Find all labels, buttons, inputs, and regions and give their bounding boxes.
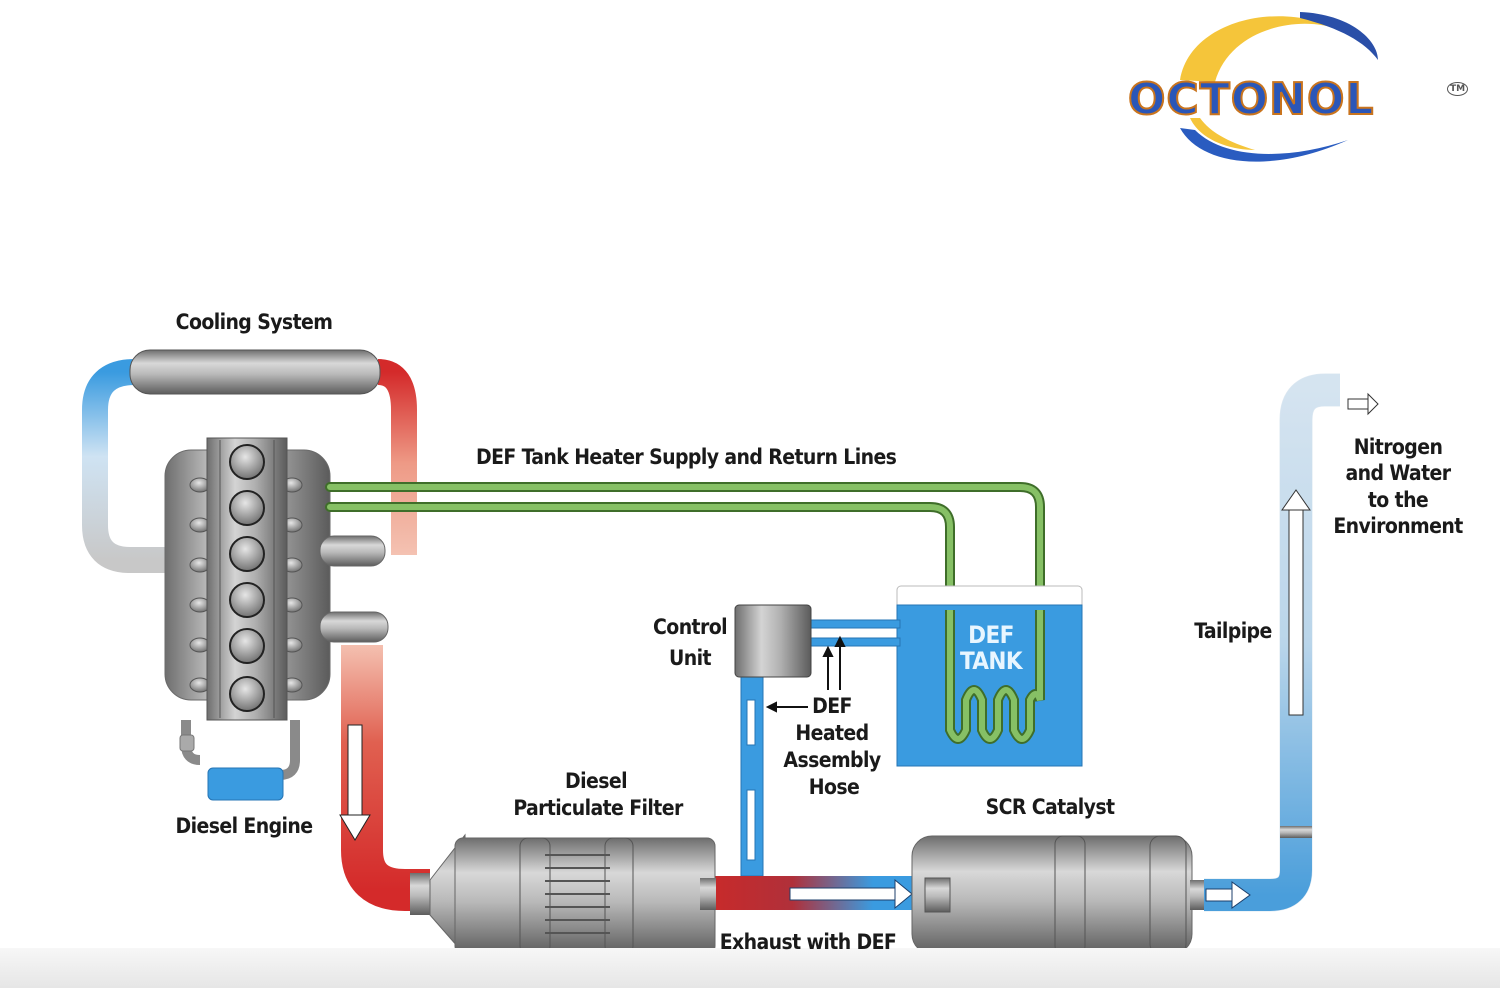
label-hose-line2: Heated xyxy=(795,721,869,745)
label-dpf-line2: Particulate Filter xyxy=(513,796,683,820)
logo-swoosh-bottom xyxy=(1180,128,1348,162)
exhaust-path xyxy=(339,645,942,911)
label-cooling-system: Cooling System xyxy=(175,310,333,334)
octonol-logo xyxy=(1180,12,1378,162)
label-hose-line1: DEF xyxy=(812,694,852,718)
logo-swoosh-yellow xyxy=(1180,16,1340,82)
label-env-line3: to the xyxy=(1367,488,1429,512)
label-env-line2: and Water xyxy=(1345,461,1452,485)
logo-swoosh-blue-top xyxy=(1300,12,1378,60)
cooling-return-pipe xyxy=(82,359,180,573)
control-unit xyxy=(734,604,901,877)
logo-brand-text: OCTONOL xyxy=(1127,73,1375,126)
def-tank xyxy=(896,585,1083,767)
tailpipe xyxy=(1204,373,1379,912)
cooling-supply-pipe xyxy=(376,359,417,555)
label-def-tank-line1: DEF xyxy=(968,621,1014,649)
label-scr-catalyst: SCR Catalyst xyxy=(985,795,1115,819)
cooling-system xyxy=(82,349,417,573)
diesel-particulate-filter xyxy=(410,833,716,957)
diesel-engine xyxy=(164,437,389,801)
def-heater-lines xyxy=(325,482,1045,745)
bottom-band xyxy=(0,948,1500,988)
label-hose-line4: Hose xyxy=(808,775,860,799)
label-control-unit-line2: Unit xyxy=(669,646,712,670)
scr-catalyst xyxy=(911,835,1204,955)
label-hose-line3: Assembly xyxy=(783,748,881,772)
label-env-line4: Environment xyxy=(1333,514,1463,538)
radiator xyxy=(129,349,381,395)
label-tailpipe: Tailpipe xyxy=(1194,619,1272,643)
fuel-filter xyxy=(207,767,284,801)
label-exhaust-with-def: Exhaust with DEF xyxy=(719,930,897,954)
label-diesel-engine: Diesel Engine xyxy=(175,814,314,838)
label-control-unit-line1: Control xyxy=(653,615,728,639)
label-def-tank-line2: TANK xyxy=(960,647,1023,675)
label-dpf-line1: Diesel xyxy=(565,769,628,793)
label-def-heater-lines: DEF Tank Heater Supply and Return Lines xyxy=(476,445,897,469)
label-env-line1: Nitrogen xyxy=(1353,435,1443,459)
trademark-symbol: TM xyxy=(1447,82,1469,96)
